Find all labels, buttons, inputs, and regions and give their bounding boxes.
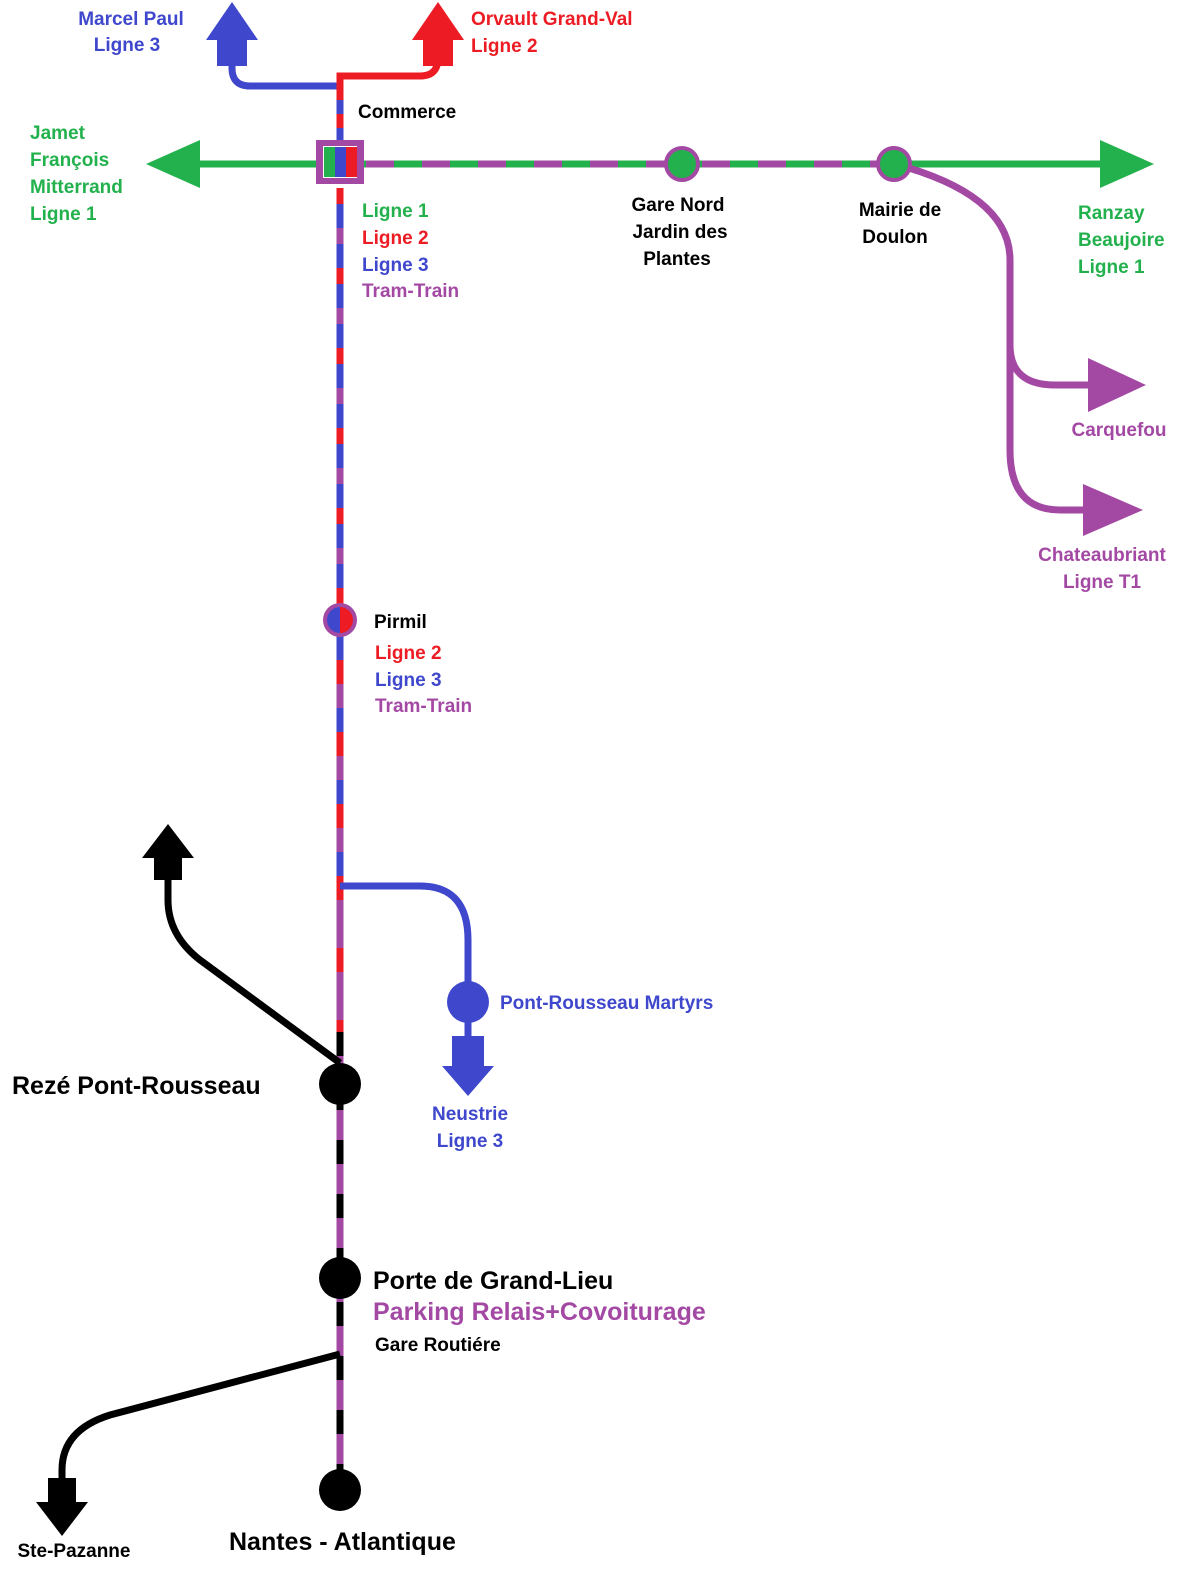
terminus-marcel-paul: Marcel Paul [78, 9, 184, 30]
pirmil-line-3: Ligne 3 [375, 670, 442, 691]
terminus-ste-pazanne: Ste-Pazanne [18, 1541, 131, 1562]
station-nantes-atlantique-label: Nantes - Atlantique [229, 1528, 456, 1556]
station-pont-rousseau-martyrs-label: Pont-Rousseau Martyrs [500, 993, 713, 1014]
terminus-jamet-1: Jamet [30, 123, 86, 144]
terminus-ranzay-2: Beaujoire [1078, 230, 1165, 251]
pirmil-station[interactable] [323, 603, 357, 637]
station-gare-routiere-label: Gare Routiére [375, 1335, 501, 1356]
station-gare-nord-2: Jardin des [632, 222, 727, 243]
commerce-line-3: Ligne 3 [362, 255, 429, 276]
ligne-3-south-branch [340, 882, 472, 1040]
rail-north-branch [164, 860, 343, 1066]
nantes-atlantique-station[interactable] [319, 1469, 361, 1511]
terminus-jamet-line: Ligne 1 [30, 204, 97, 225]
terminus-neustrie-line: Ligne 3 [437, 1131, 504, 1152]
terminus-jamet-3: Mitterrand [30, 177, 123, 198]
terminus-ranzay-1: Ranzay [1078, 203, 1145, 224]
station-gare-nord-1: Gare Nord [632, 195, 725, 216]
station-mairie-doulon-2: Doulon [862, 227, 927, 248]
terminus-orvault-line: Ligne 2 [471, 36, 538, 57]
terminus-neustrie: Neustrie [432, 1104, 508, 1125]
commerce-line-2: Ligne 2 [362, 228, 429, 249]
tram-train-branch [894, 160, 1090, 514]
terminus-orvault: Orvault Grand-Val [471, 9, 633, 30]
parking-relais-label: Parking Relais+Covoiturage [373, 1298, 706, 1326]
arrow-marcel-paul-icon [206, 2, 258, 66]
station-porte-grand-lieu-label: Porte de Grand-Lieu [373, 1267, 613, 1295]
arrow-ste-pazanne-icon [36, 1478, 88, 1536]
arrow-carquefou-icon [1088, 358, 1146, 412]
terminus-ranzay-line: Ligne 1 [1078, 257, 1145, 278]
arrow-west-icon [146, 140, 200, 188]
station-gare-nord-3: Plantes [643, 249, 711, 270]
pont-rousseau-martyrs-station[interactable] [447, 981, 489, 1023]
commerce-line-1: Ligne 1 [362, 201, 429, 222]
station-reze-pont-rousseau-label: Rezé Pont-Rousseau [12, 1072, 261, 1100]
commerce-line-tramtrain: Tram-Train [362, 281, 459, 302]
gare-nord-station[interactable] [664, 146, 700, 182]
terminus-carquefou: Carquefou [1072, 420, 1167, 441]
station-commerce-label: Commerce [358, 102, 456, 123]
mairie-doulon-station[interactable] [876, 146, 912, 182]
terminus-chateaubriant: Chateaubriant [1038, 545, 1166, 566]
commerce-station[interactable] [316, 140, 364, 184]
rail-ste-pazanne-branch [58, 1350, 341, 1510]
station-pirmil-label: Pirmil [374, 612, 427, 633]
arrow-orvault-icon [412, 2, 464, 66]
arrow-north-rail-icon [142, 824, 194, 880]
terminus-chateaubriant-line: Ligne T1 [1063, 572, 1142, 593]
reze-pont-rousseau-station[interactable] [319, 1063, 361, 1105]
ligne-3-north-branch [228, 50, 340, 90]
pirmil-line-tramtrain: Tram-Train [375, 696, 472, 717]
station-mairie-doulon-1: Mairie de [859, 200, 941, 221]
terminus-jamet-2: François [30, 150, 109, 171]
arrow-east-icon [1100, 140, 1154, 188]
porte-grand-lieu-station[interactable] [319, 1257, 361, 1299]
arrow-neustrie-icon [442, 1036, 494, 1096]
ligne-1-route [146, 140, 1154, 188]
pirmil-line-2: Ligne 2 [375, 643, 442, 664]
arrow-chateaubriant-icon [1083, 484, 1143, 536]
terminus-marcel-paul-line: Ligne 3 [94, 35, 161, 56]
